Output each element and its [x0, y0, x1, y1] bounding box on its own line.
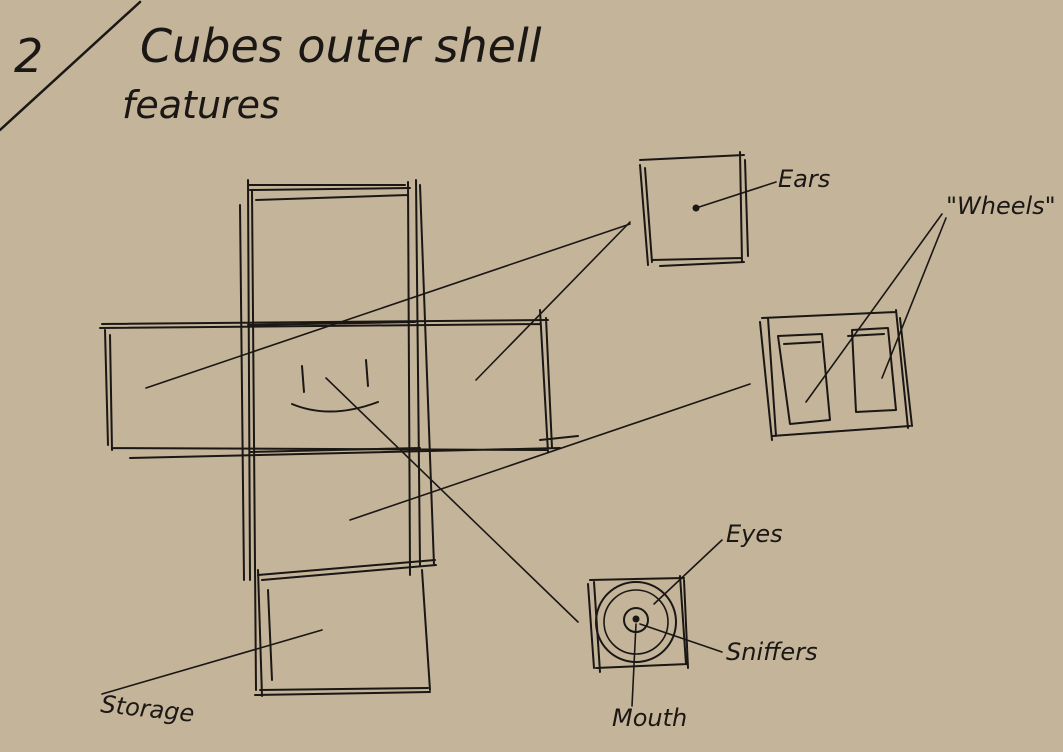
eyes-label: Eyes — [726, 520, 783, 548]
front-face-drawing — [291, 359, 379, 413]
face-detail: Eyes Sniffers Mouth — [587, 520, 818, 732]
net-face-dividers — [247, 321, 437, 581]
storage-label: Storage — [99, 690, 195, 728]
ears-label: Ears — [778, 165, 830, 193]
eye-middle-ring — [603, 589, 669, 655]
sniffers-leader — [639, 623, 723, 653]
eyes-leader — [653, 539, 723, 605]
header: 2 Cubes outer shell features — [0, 0, 542, 132]
page-number: 2 — [14, 29, 43, 83]
cube-net — [99, 179, 751, 697]
sniffers-label: Sniffers — [726, 638, 818, 666]
net-horizontal-arm — [99, 309, 579, 459]
ears-detail: Ears — [639, 151, 830, 267]
header-divider-line — [0, 0, 142, 132]
page-subtitle: features — [122, 83, 280, 127]
ears-leader — [695, 181, 777, 209]
eye-pupil — [632, 615, 640, 623]
wheels-label: "Wheels" — [946, 192, 1056, 220]
eye-outer-ring — [595, 581, 677, 663]
net-vertical-column — [239, 179, 435, 697]
leader-lines — [101, 221, 751, 695]
wheels-detail: "Wheels" — [759, 192, 1056, 441]
mouth-label: Mouth — [612, 704, 687, 732]
page-title: Cubes outer shell — [140, 19, 542, 73]
mouth-leader — [631, 623, 637, 707]
